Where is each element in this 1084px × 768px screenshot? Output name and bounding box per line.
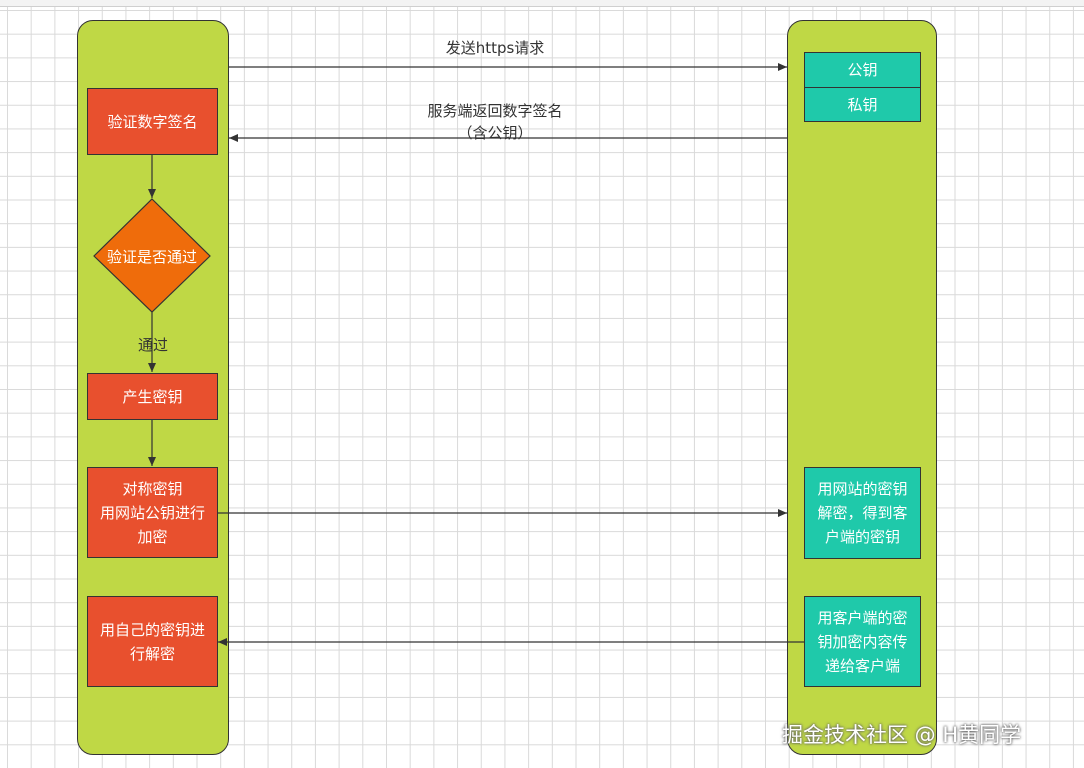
top-ruler (0, 0, 1084, 7)
box-private-key: 私钥 (804, 87, 921, 122)
box-generate-key: 产生密钥 (87, 373, 218, 420)
label-send-https-request: 发送https请求 (445, 39, 545, 57)
box-verify-signature: 验证数字签名 (87, 88, 218, 155)
box-decrypt-own-key: 用自己的密钥进 行解密 (87, 596, 218, 687)
label-passed: 通过 (137, 336, 168, 354)
box-server-decrypt: 用网站的密钥 解密，得到客 户端的密钥 (804, 467, 921, 559)
box-encrypt-symmetric-key: 对称密钥 用网站公钥进行 加密 (87, 467, 218, 558)
box-server-encrypt: 用客户端的密 钥加密内容传 递给客户端 (804, 596, 921, 687)
label-return-signature: 服务端返回数字签名 （含公钥） (427, 102, 563, 142)
box-public-key: 公钥 (804, 52, 921, 88)
decision-label: 验证是否通过 (106, 248, 197, 266)
watermark: 掘金技术社区 @ H黄同学 (782, 723, 1022, 747)
